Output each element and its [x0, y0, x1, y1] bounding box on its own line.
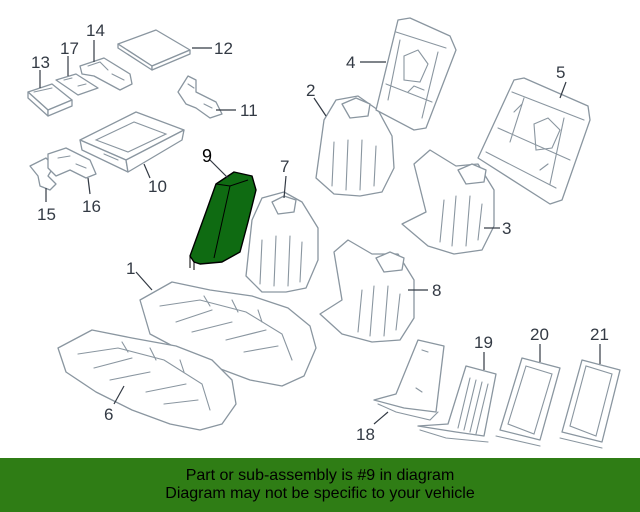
- callout-18: 18: [356, 425, 375, 444]
- part-20: [495, 357, 561, 447]
- callout-7: 7: [280, 157, 289, 176]
- callout-12: 12: [214, 39, 233, 58]
- callout-4: 4: [346, 53, 355, 72]
- callout-15: 15: [37, 205, 56, 224]
- callout-19: 19: [474, 333, 493, 352]
- part-10: [79, 111, 185, 173]
- seat-parts-diagram: 13 17 14 12 11 10 1: [27, 17, 621, 449]
- leader-18: [373, 411, 389, 425]
- part-17: [55, 73, 99, 96]
- part-6: [57, 329, 237, 431]
- callout-5: 5: [556, 63, 565, 82]
- part-2: [315, 95, 395, 197]
- leader-5: [559, 81, 567, 99]
- part-19: [417, 365, 497, 443]
- leader-1: [135, 271, 153, 291]
- banner-line-disclaimer: Diagram may not be specific to your vehi…: [165, 485, 475, 502]
- callout-6: 6: [104, 405, 113, 424]
- part-12: [117, 29, 191, 71]
- part-3: [401, 149, 495, 255]
- part-9-highlighted[interactable]: [189, 171, 257, 270]
- leader-10: [143, 163, 151, 179]
- part-7: [245, 191, 319, 293]
- part-16: [47, 147, 97, 179]
- leader-9: [209, 159, 229, 179]
- callout-3: 3: [502, 219, 511, 238]
- callout-10: 10: [148, 177, 167, 196]
- part-11: [177, 75, 223, 119]
- callout-14: 14: [86, 21, 105, 40]
- callout-16: 16: [82, 197, 101, 216]
- callout-8: 8: [432, 281, 441, 300]
- leader-7: [283, 175, 287, 199]
- banner-line-part-info: Part or sub-assembly is #9 in diagram: [185, 467, 455, 484]
- callout-1: 1: [126, 259, 135, 278]
- part-21: [559, 359, 621, 449]
- part-18: [373, 339, 445, 421]
- leader-2: [313, 97, 327, 117]
- callout-13: 13: [31, 53, 50, 72]
- callout-11: 11: [240, 101, 258, 120]
- part-13: [27, 83, 73, 117]
- callout-20: 20: [530, 325, 549, 344]
- callout-17: 17: [60, 39, 79, 58]
- callout-9: 9: [202, 146, 212, 166]
- part-4: [375, 17, 457, 131]
- part-5: [477, 77, 591, 205]
- part-8: [319, 239, 415, 343]
- leader-16: [87, 177, 91, 195]
- part-14: [79, 57, 133, 91]
- callout-21: 21: [590, 325, 609, 344]
- leader-6: [113, 385, 125, 405]
- info-banner: Part or sub-assembly is #9 in diagram Di…: [0, 458, 640, 512]
- callout-2: 2: [306, 81, 315, 100]
